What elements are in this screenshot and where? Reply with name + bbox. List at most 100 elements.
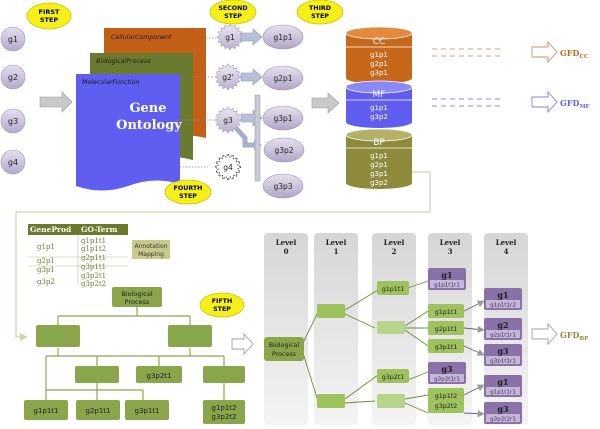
tree-node-right2 — [203, 366, 245, 383]
svg-text:g3p2t1r1: g3p2t1r1 — [434, 377, 460, 383]
svg-text:Annotation: Annotation — [135, 243, 168, 250]
svg-text:g3p1t1: g3p1t1 — [435, 344, 457, 351]
svg-text:GFDCC: GFDCC — [560, 48, 589, 60]
svg-text:g3p1t1: g3p1t1 — [135, 407, 160, 415]
svg-text:g3: g3 — [497, 404, 509, 414]
svg-text:g3p1: g3p1 — [370, 69, 388, 77]
svg-text:MolecularFunction: MolecularFunction — [82, 78, 139, 86]
svg-text:g1: g1 — [441, 270, 452, 280]
svg-text:Mapping: Mapping — [138, 251, 164, 258]
maptable-term-2: g2p1t1 — [81, 254, 106, 262]
svg-text:g3: g3 — [8, 117, 18, 126]
svg-text:g2p1t1: g2p1t1 — [86, 407, 111, 415]
page-to-star-lines — [180, 37, 220, 168]
level2-g1p1t1 — [377, 281, 409, 295]
product-bracket — [254, 94, 261, 182]
product-g1p1: g1p1 — [262, 24, 304, 50]
gene-circle-g4: g4 — [0, 149, 26, 175]
svg-text:GO-Term: GO-Term — [81, 225, 118, 234]
svg-text:Biological: Biological — [121, 290, 153, 298]
svg-text:0: 0 — [284, 247, 289, 256]
gene-circle-g3: g3 — [0, 108, 26, 134]
svg-text:g3p2t1: g3p2t1 — [147, 372, 172, 380]
svg-text:g3: g3 — [497, 346, 509, 356]
svg-text:g3p2t2: g3p2t2 — [435, 403, 457, 410]
maptable-term-5: g3p2t2 — [81, 280, 106, 288]
annotation-mapping-label: Annotation Mapping — [132, 240, 170, 259]
svg-text:STEP: STEP — [224, 13, 242, 20]
level2-g3p2t1 — [377, 369, 409, 383]
svg-text:g3p1t1r1: g3p1t1r1 — [490, 359, 516, 365]
tree-node-g3p2t1 — [136, 366, 182, 383]
third-step-badge: THIRD STEP — [296, 0, 344, 25]
svg-text:g3p2: g3p2 — [370, 179, 388, 187]
tree-node-mid — [75, 366, 119, 383]
ontology-pages: CellularComponent BiologicalProcess Mole… — [76, 28, 206, 191]
svg-text:STEP: STEP — [40, 16, 59, 24]
product-g2p1: g2p1 — [262, 65, 304, 91]
svg-text:Level: Level — [384, 238, 405, 247]
level2-node — [377, 321, 405, 334]
arrow-to-ontology — [39, 91, 73, 113]
tree-leaf-g3p1t1 — [125, 400, 169, 420]
svg-text:1: 1 — [334, 247, 339, 256]
svg-text:g1: g1 — [225, 33, 235, 42]
purple-box-g3p2t2r1: g3 g3p2t2r1 — [484, 402, 522, 424]
product-g3p1: g3p1 — [262, 105, 304, 131]
arrow-to-levels — [231, 332, 254, 356]
svg-text:g2: g2 — [8, 73, 18, 82]
svg-text:g3p2t2r1: g3p2t2r1 — [490, 417, 516, 423]
svg-text:Process: Process — [125, 298, 150, 306]
cylinder-mf: MF g1p1 g3p2 — [345, 80, 413, 128]
svg-text:STEP: STEP — [311, 13, 329, 20]
svg-text:g1p1: g1p1 — [370, 104, 388, 112]
svg-text:g3p2: g3p2 — [274, 146, 293, 155]
maptable-gene-0: g1p1 — [37, 243, 55, 251]
first-step-badge: FIRST STEP — [26, 2, 72, 30]
gfd-bp: GFDBP — [531, 322, 588, 346]
svg-text:g2p1: g2p1 — [370, 161, 388, 169]
svg-text:g4: g4 — [223, 163, 233, 172]
svg-text:g3: g3 — [223, 116, 233, 125]
svg-text:g3p3: g3p3 — [273, 182, 292, 191]
svg-text:g2p1t1r1: g2p1t1r1 — [490, 333, 516, 339]
svg-text:g1p1t1: g1p1t1 — [382, 286, 404, 293]
maptable-term-4: g3p2t1 — [81, 272, 106, 280]
maptable-gene-3: g3p1 — [37, 266, 55, 274]
svg-text:g2p1: g2p1 — [273, 74, 292, 83]
tree-node-left — [36, 325, 80, 347]
maptable-term-3: g3p1t1 — [81, 263, 106, 271]
svg-text:g3p1: g3p1 — [370, 170, 388, 178]
svg-text:Level: Level — [496, 238, 517, 247]
level2-node-b — [377, 394, 405, 408]
svg-text:GFDBP: GFDBP — [560, 330, 588, 342]
purple-box-g3p1t1r1: g3 g3p1t1r1 — [484, 344, 522, 366]
maptable-term-1: g1p1t2 — [81, 245, 106, 253]
svg-text:g2p1t1: g2p1t1 — [435, 326, 457, 333]
svg-text:g1: g1 — [497, 290, 508, 300]
svg-text:g4: g4 — [8, 158, 18, 167]
svg-text:STEP: STEP — [179, 193, 197, 200]
ontology-title-2: Ontology — [116, 118, 182, 133]
svg-text:Level: Level — [440, 238, 461, 247]
svg-text:g2p1: g2p1 — [370, 60, 388, 68]
gfd-cc: GFDCC — [432, 40, 589, 64]
level3-g2p1t1 — [428, 321, 464, 335]
svg-text:MF: MF — [373, 90, 386, 100]
svg-text:g3: g3 — [441, 364, 453, 374]
product-g3p3: g3p3 — [262, 173, 304, 199]
svg-text:g1p1: g1p1 — [273, 33, 292, 42]
star-g1: g1 — [216, 23, 244, 51]
svg-text:FIFTH: FIFTH — [212, 298, 233, 305]
svg-text:g1p1t2: g1p1t2 — [435, 393, 457, 400]
svg-text:FOURTH: FOURTH — [174, 185, 203, 192]
svg-text:3: 3 — [448, 247, 453, 256]
star-g4: g4 — [214, 153, 242, 181]
star-g2p: g2' — [214, 63, 242, 91]
level1-node-a — [317, 304, 345, 318]
